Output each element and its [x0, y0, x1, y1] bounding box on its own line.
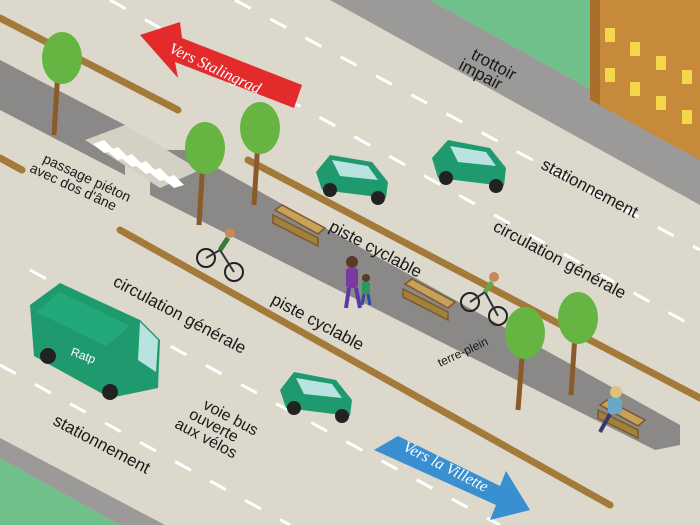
tree-icon	[240, 102, 280, 206]
car-top-center	[316, 155, 388, 205]
cyclist-left	[196, 228, 244, 282]
island-top-left	[0, 60, 125, 175]
pedestrian-child	[360, 274, 372, 306]
cyclist-right	[460, 272, 508, 326]
trees	[42, 32, 598, 411]
bench-icon	[402, 287, 449, 322]
pedestrian-crossing	[85, 125, 200, 188]
bench-icon	[403, 278, 457, 309]
car-top-right	[432, 140, 506, 193]
tree-icon	[185, 122, 225, 226]
tree-icon	[42, 32, 82, 136]
curb-strips	[0, 14, 700, 509]
sidewalk-right	[330, 0, 700, 205]
tree-icon	[505, 307, 545, 411]
car-bottom	[280, 372, 352, 423]
building	[590, 0, 700, 160]
tree-icon	[558, 292, 598, 396]
pedestrian-adult	[344, 256, 362, 309]
bus: Ratp	[30, 283, 160, 400]
sidewalk-left	[0, 438, 165, 525]
bench-icon	[273, 204, 327, 235]
person-on-bench	[598, 386, 622, 433]
bench-icon	[272, 213, 319, 248]
building-windows	[605, 28, 692, 124]
